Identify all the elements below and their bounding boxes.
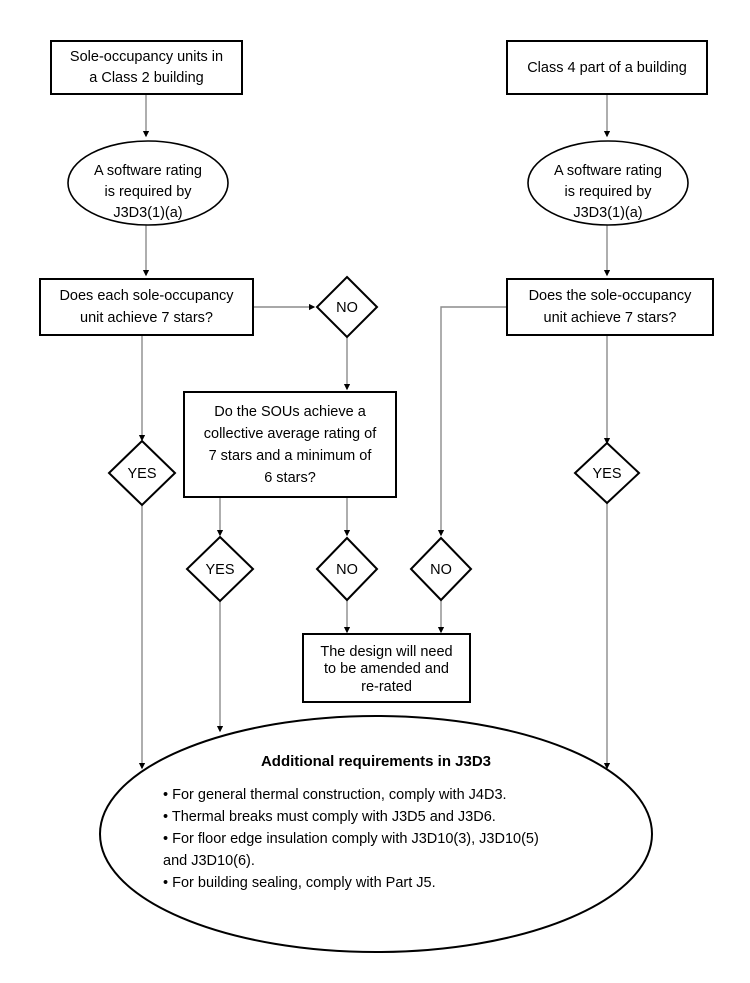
node-rating-left[interactable]: A software rating is required by J3D3(1)…: [67, 140, 229, 226]
summary-bullet-5: • For building sealing, comply with Part…: [163, 875, 436, 891]
amend-line-2: to be amended and: [324, 661, 449, 677]
amend-line-3: re-rated: [361, 679, 412, 695]
node-decision-no-middle[interactable]: NO: [315, 536, 379, 602]
node-amend[interactable]: The design will need to be amended and r…: [302, 633, 471, 703]
decision-yes-right-label: YES: [592, 466, 621, 482]
question-right-line-1: Does the sole-occupancy: [529, 288, 693, 304]
node-decision-yes-right[interactable]: YES: [573, 441, 641, 505]
node-decision-no-right-branch[interactable]: NO: [409, 536, 473, 602]
decision-yes-middle-label: YES: [205, 562, 234, 578]
start-left-line-2: a Class 2 building: [89, 70, 203, 86]
question-left-line-1: Does each sole-occupancy: [59, 288, 234, 304]
rating-right-line-3: J3D3(1)(a): [573, 205, 642, 221]
collective-line-3: 7 stars and a minimum of: [209, 448, 373, 464]
start-right-line-1: Class 4 part of a building: [527, 60, 687, 76]
node-rating-right[interactable]: A software rating is required by J3D3(1)…: [527, 140, 689, 226]
summary-bullet-3: • For floor edge insulation comply with …: [163, 831, 539, 847]
summary-bullet-4: and J3D10(6).: [163, 853, 255, 869]
summary-bullet-2: • Thermal breaks must comply with J3D5 a…: [163, 809, 496, 825]
decision-no-right-branch-label: NO: [430, 562, 452, 578]
question-right-line-2: unit achieve 7 stars?: [544, 310, 677, 326]
node-question-collective[interactable]: Do the SOUs achieve a collective average…: [183, 391, 397, 498]
collective-line-2: collective average rating of: [204, 426, 377, 442]
connector-layer: [138, 94, 611, 770]
amend-line-1: The design will need: [320, 644, 452, 660]
node-decision-yes-left[interactable]: YES: [107, 439, 177, 507]
rating-left-line-3: J3D3(1)(a): [113, 205, 182, 221]
node-decision-yes-middle[interactable]: YES: [185, 535, 255, 603]
decision-yes-left-label: YES: [127, 466, 156, 482]
start-left-line-1: Sole-occupancy units in: [70, 49, 223, 65]
collective-line-4: 6 stars?: [264, 470, 316, 486]
connector-question-right-to-no-branch: [437, 306, 507, 537]
summary-title: Additional requirements in J3D3: [261, 753, 491, 770]
node-start-left[interactable]: Sole-occupancy units in a Class 2 buildi…: [50, 40, 243, 95]
decision-no-top-label: NO: [336, 300, 358, 316]
decision-no-middle-label: NO: [336, 562, 358, 578]
node-summary[interactable]: Additional requirements in J3D3 • For ge…: [99, 715, 653, 953]
rating-left-line-1: A software rating: [94, 163, 202, 179]
summary-bullet-1: • For general thermal construction, comp…: [163, 787, 507, 803]
rating-left-line-2: is required by: [104, 184, 192, 200]
rating-right-line-1: A software rating: [554, 163, 662, 179]
node-question-right[interactable]: Does the sole-occupancy unit achieve 7 s…: [506, 278, 714, 336]
node-start-right[interactable]: Class 4 part of a building: [506, 40, 708, 95]
rating-right-line-2: is required by: [564, 184, 652, 200]
question-left-line-2: unit achieve 7 stars?: [80, 310, 213, 326]
node-question-left[interactable]: Does each sole-occupancy unit achieve 7 …: [39, 278, 254, 336]
node-decision-no-top[interactable]: NO: [315, 275, 379, 339]
collective-line-1: Do the SOUs achieve a: [214, 404, 366, 420]
